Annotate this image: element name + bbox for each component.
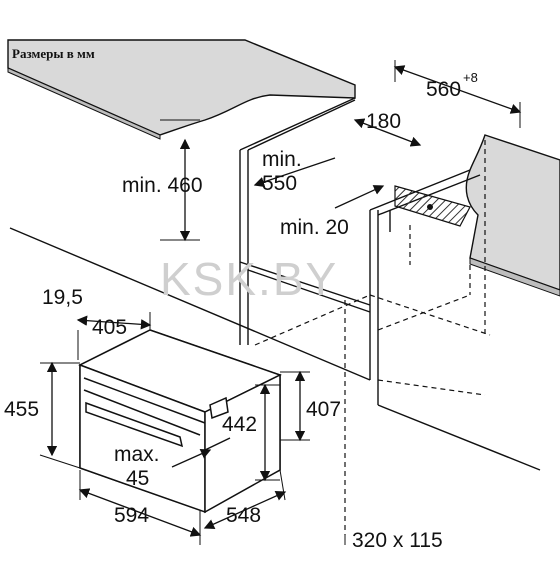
dim-niche-width-tolerance: +8 bbox=[463, 70, 478, 85]
dim-max-line1: max. bbox=[114, 443, 160, 466]
appliance bbox=[78, 329, 282, 514]
dim-594: 594 bbox=[114, 504, 149, 527]
extension-lines bbox=[39, 60, 521, 545]
dim-405: 405 bbox=[92, 316, 127, 339]
watermark: KSK.BY bbox=[160, 253, 338, 305]
vent-opening bbox=[394, 185, 471, 227]
dim-max-line2: 45 bbox=[126, 467, 149, 490]
dim-19-5: 19,5 bbox=[42, 286, 83, 309]
worktop-right bbox=[465, 134, 560, 297]
dim-407: 407 bbox=[306, 398, 341, 421]
dim-455: 455 bbox=[4, 398, 39, 421]
dim-442: 442 bbox=[222, 413, 257, 436]
dim-min-460: min. 460 bbox=[122, 174, 203, 197]
dimension-lines bbox=[46, 65, 522, 537]
dim-min-550-line1: min. bbox=[262, 148, 302, 171]
page-title: Размеры в мм bbox=[12, 46, 95, 61]
dim-548: 548 bbox=[226, 504, 261, 527]
dim-vent-opening: 320 x 115 bbox=[352, 529, 443, 552]
worktop-left bbox=[7, 39, 356, 140]
hidden-lines bbox=[254, 140, 491, 535]
dim-min-550-line2: 550 bbox=[262, 172, 297, 195]
dim-min-20: min. 20 bbox=[280, 216, 349, 239]
niche-outline bbox=[9, 97, 541, 471]
dim-niche-width: 560 bbox=[426, 78, 461, 101]
dim-vent-depth: 180 bbox=[366, 110, 401, 133]
